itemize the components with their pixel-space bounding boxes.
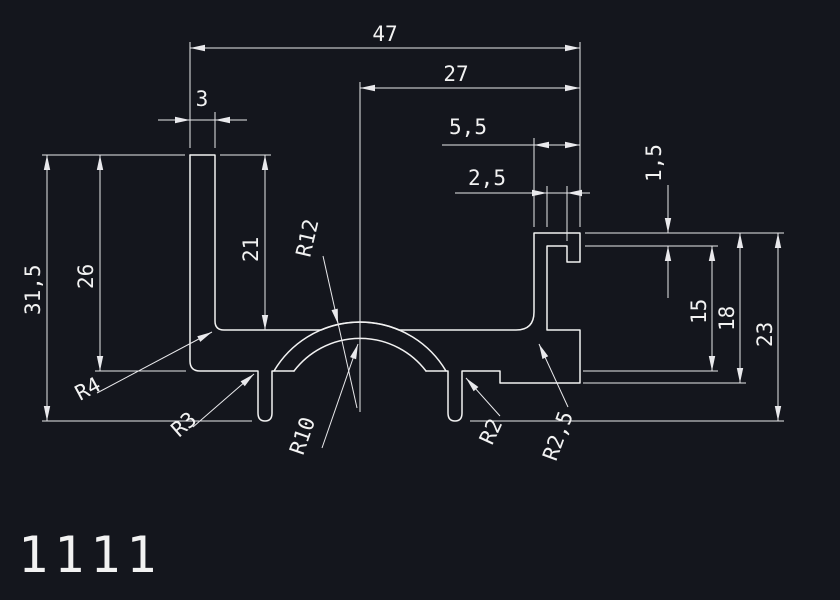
arrowhead — [565, 84, 580, 92]
arrowhead — [43, 406, 51, 421]
dim-hook-width-label: 2,5 — [468, 166, 506, 190]
dim-channel-outer-height-label: 23 — [753, 322, 777, 347]
dim-lip-thickness-label: 1,5 — [642, 144, 666, 182]
part-number: 1111 — [18, 526, 162, 584]
profile-left-and-right-section — [189, 154, 581, 422]
dim-left-wall-height-label: 26 — [74, 264, 98, 289]
dim-hook-width: 2,5 — [455, 166, 590, 197]
arrowhead — [532, 189, 547, 197]
leader-line — [322, 255, 358, 409]
dim-center-to-right-width: 27 — [360, 62, 580, 92]
arrowhead — [664, 246, 672, 261]
dim-overall-height: 31,5 — [21, 155, 51, 421]
arrowhead — [261, 155, 269, 170]
arrowhead — [466, 378, 479, 392]
arrowhead — [708, 246, 716, 261]
dim-lip-width-label: 5,5 — [449, 115, 487, 139]
arrowhead — [261, 315, 269, 330]
profile-bottom-left-section — [189, 154, 295, 422]
arrowhead — [331, 308, 338, 324]
arrowhead — [175, 116, 190, 124]
dim-left-wall-thickness-label: 3 — [196, 87, 209, 111]
arrowhead — [96, 356, 104, 371]
dim-overall-width: 47 — [190, 22, 580, 52]
leader-line — [96, 331, 213, 394]
arrowhead — [197, 332, 212, 342]
arrowhead — [539, 344, 549, 359]
dim-left-wall-thickness: 3 — [158, 87, 247, 124]
arrowhead — [774, 233, 782, 248]
arrowhead — [736, 368, 744, 383]
arrowhead — [736, 233, 744, 248]
dim-left-inner-height: 21 — [239, 155, 269, 330]
dim-overall-height-label: 31,5 — [21, 264, 45, 315]
dim-channel-inner-height: 15 — [687, 246, 716, 371]
arrowhead — [565, 141, 580, 149]
arrowhead — [360, 84, 375, 92]
arrowhead — [774, 406, 782, 421]
arrowhead — [190, 44, 205, 52]
arrowhead — [350, 344, 358, 360]
leader-line — [321, 343, 359, 449]
dim-left-wall-height: 26 — [74, 155, 104, 371]
arrowhead — [708, 356, 716, 371]
dim-center-to-right-label: 27 — [443, 62, 468, 86]
extension-lines — [42, 42, 784, 422]
dim-overall-width-label: 47 — [372, 22, 397, 46]
arrowhead — [215, 116, 230, 124]
dim-channel-mid-height-label: 18 — [715, 306, 739, 331]
dim-left-inner-height-label: 21 — [239, 237, 263, 262]
arrowhead — [664, 218, 672, 233]
dim-channel-inner-height-label: 15 — [687, 299, 711, 324]
dim-lip-thickness: 1,5 — [642, 144, 672, 298]
arrowhead — [534, 141, 549, 149]
arrowhead — [567, 189, 582, 197]
dim-channel-mid-height: 18 — [715, 233, 744, 383]
arrowhead — [96, 155, 104, 170]
arrowhead — [565, 44, 580, 52]
arrowhead — [240, 374, 254, 387]
dim-channel-outer-height: 23 — [753, 233, 782, 421]
dim-lip-width: 5,5 — [442, 115, 580, 149]
arrowhead — [43, 155, 51, 170]
